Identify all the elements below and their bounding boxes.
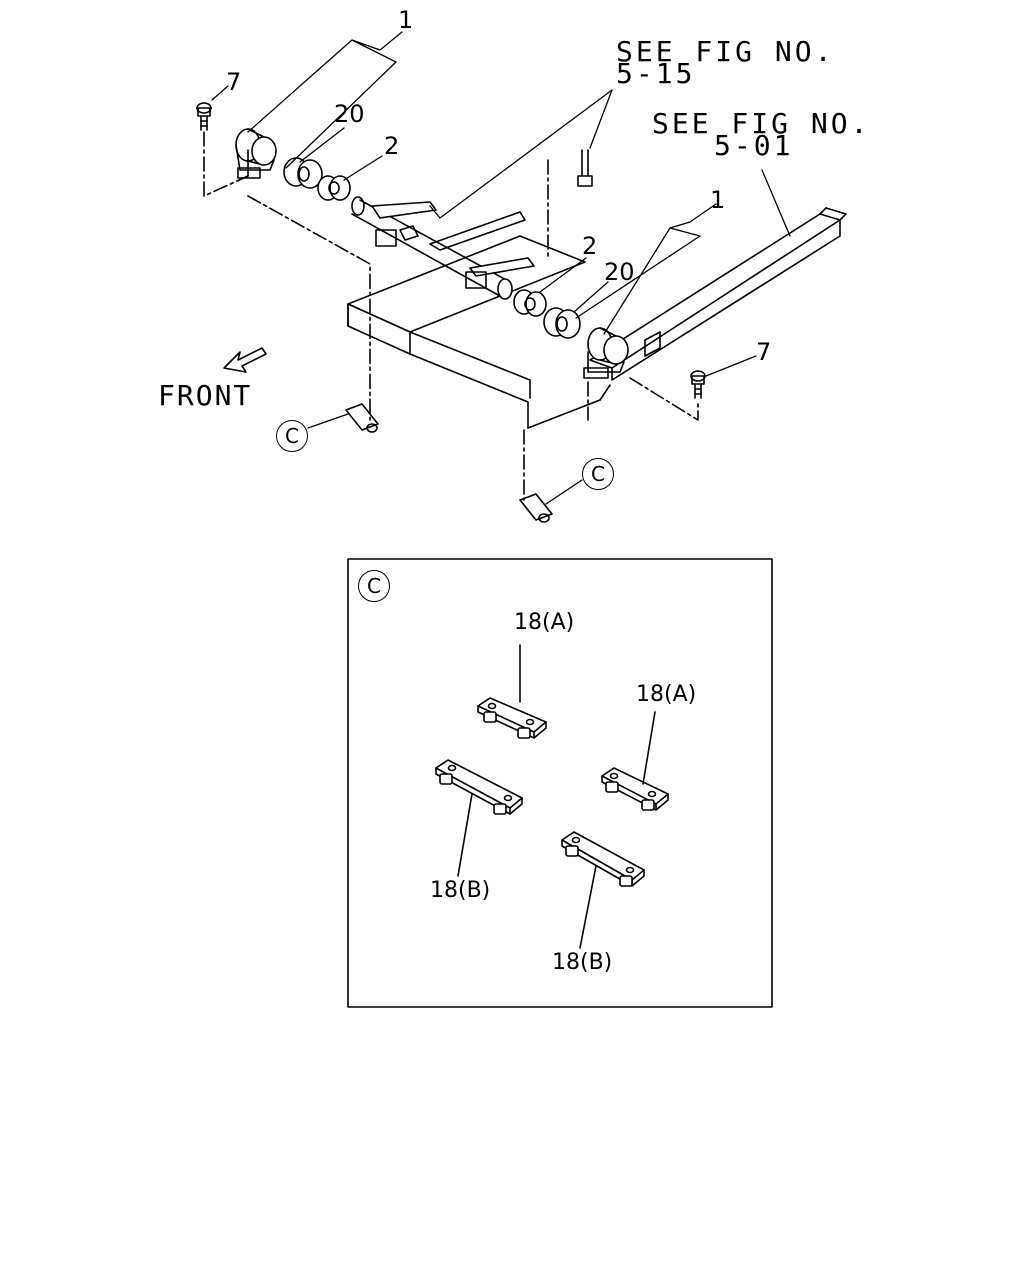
detail-marker-c-left: C bbox=[276, 420, 308, 452]
detail-plate-b-bottom bbox=[561, 831, 645, 949]
left-bushings bbox=[283, 157, 351, 201]
detail-plate-a-top bbox=[477, 644, 547, 739]
detail-plate-b-left bbox=[435, 759, 523, 877]
see-fig-reference-5-15: SEE FIG NO. 5-15 bbox=[616, 38, 834, 88]
callout-1-top: 1 bbox=[398, 6, 414, 34]
front-arrow bbox=[223, 347, 267, 373]
detail-label-18a-top: 18(A) bbox=[514, 610, 575, 635]
callout-20-right: 20 bbox=[604, 258, 635, 286]
detail-label-18b-bottom: 18(B) bbox=[552, 950, 613, 975]
see-fig-5-01-line2: 5-01 bbox=[714, 129, 794, 162]
detail-label-18a-right: 18(A) bbox=[636, 682, 697, 707]
left-bracket bbox=[235, 128, 277, 179]
front-label: FRONT bbox=[158, 379, 253, 412]
bolt-right bbox=[690, 370, 706, 399]
detail-marker-c-right: C bbox=[582, 458, 614, 490]
bolt-left bbox=[196, 102, 212, 131]
see-fig-5-15-line2: 5-15 bbox=[616, 57, 696, 90]
see-fig-reference-5-01: SEE FIG NO. 5-01 bbox=[652, 110, 870, 160]
right-bushings bbox=[513, 289, 581, 339]
lower-plate-left bbox=[345, 403, 379, 433]
see-fig-5-01-line1: SEE FIG NO. bbox=[652, 107, 871, 140]
callout-7-right: 7 bbox=[756, 338, 772, 366]
bolt-upper bbox=[577, 149, 593, 187]
callout-2-right: 2 bbox=[582, 232, 598, 260]
lower-plate-right bbox=[519, 493, 553, 523]
detail-box-marker-c: C bbox=[358, 570, 390, 602]
stabilizer-bar bbox=[351, 196, 535, 300]
frame-rail bbox=[589, 207, 847, 381]
detail-box-frame bbox=[347, 558, 773, 1008]
leader-lines bbox=[211, 31, 791, 505]
assembly-lines bbox=[203, 131, 699, 501]
detail-label-18b-left: 18(B) bbox=[430, 878, 491, 903]
callout-7-left: 7 bbox=[226, 68, 242, 96]
see-fig-5-15-line1: SEE FIG NO. bbox=[616, 35, 835, 68]
right-bracket bbox=[583, 327, 629, 379]
crossmember-frame bbox=[347, 235, 611, 429]
callout-2-top: 2 bbox=[384, 132, 400, 160]
callout-20-left: 20 bbox=[334, 100, 365, 128]
callout-1-right: 1 bbox=[710, 186, 726, 214]
detail-plate-a-right bbox=[601, 711, 669, 811]
